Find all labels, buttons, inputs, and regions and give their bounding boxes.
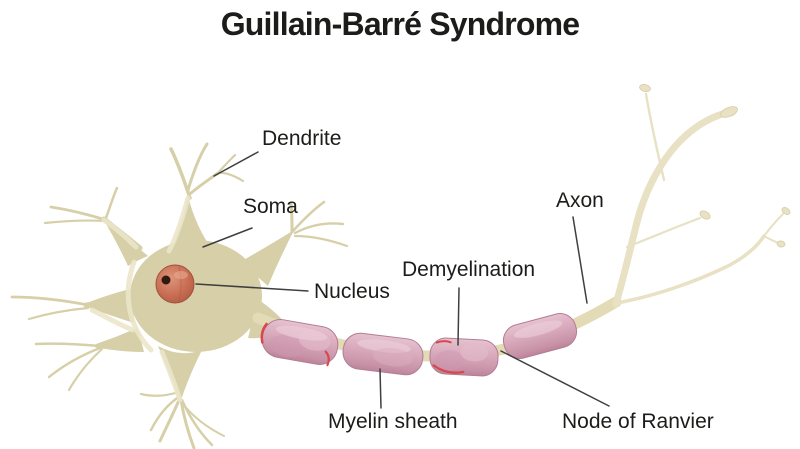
myelin-segment-healthy-2 [502,313,578,359]
axon-terminal-bulbs [639,83,791,248]
axon-terminal-branches [612,92,784,308]
node-of-ranvier-leader-line [500,350,610,407]
nucleolus [161,275,171,285]
soma-and-dendrites [10,142,349,449]
myelin-segment-damaged-2 [429,337,499,377]
demyelination-leader-line [457,287,460,346]
axon-leader-line [572,216,588,304]
node-of-ranvier-label: Node of Ranvier [562,410,714,433]
leader-lines [195,151,610,409]
soma-highlight-edges [89,195,191,403]
soma-label: Soma [243,195,298,218]
axon-label: Axon [556,189,604,212]
dendrite-leader-line [213,151,259,177]
soma-leader-line [202,227,253,248]
nucleus-label: Nucleus [314,280,390,303]
myelin-segment-healthy-1 [342,332,424,376]
demyelination-label: Demyelination [402,258,536,281]
myelin-segment-damaged-1 [260,319,339,367]
nucleus-leader-line [195,283,309,292]
myelin-sheath-label: Myelin sheath [328,410,458,433]
myelin-sheath-leader-line [379,368,382,409]
nucleus-body [155,264,195,304]
dendrite-label: Dendrite [262,127,342,150]
diagram-title: Guillain-Barré Syndrome [220,6,580,42]
